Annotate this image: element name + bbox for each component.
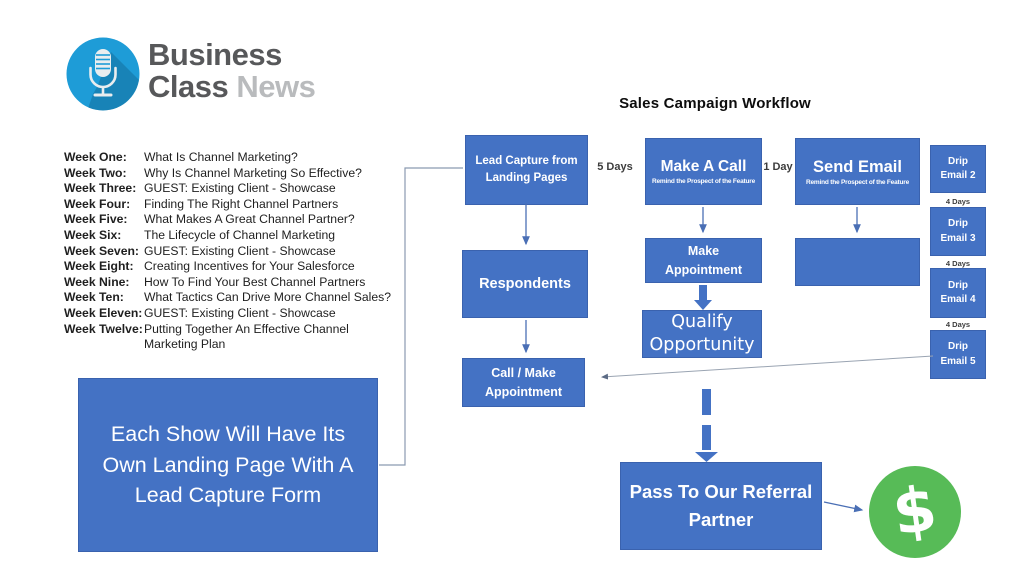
- arrow-drip5-to-call: [601, 355, 934, 380]
- node-subtitle: Remind the Prospect of the Feature: [806, 178, 909, 186]
- week-label: Week Ten:: [64, 290, 124, 305]
- microphone-icon: [66, 37, 140, 111]
- week-label: Week Eight:: [64, 259, 134, 274]
- label-four-days: 4 Days: [945, 320, 971, 329]
- week-label: Week One:: [64, 150, 127, 164]
- list-item: Week Ten: What Tactics Can Drive More Cha…: [64, 290, 409, 306]
- node-drip-email-3: Drip Email 3: [930, 207, 986, 256]
- node-drip-email-2: Drip Email 2: [930, 145, 986, 193]
- dash-segment: [702, 389, 711, 415]
- list-item: Week Five: What Makes A Great Channel Par…: [64, 212, 409, 228]
- arrow-pass-to-dollar: [823, 501, 864, 513]
- week-topic: Why Is Channel Marketing So Effective?: [144, 165, 362, 180]
- week-label: Week Eleven:: [64, 305, 143, 320]
- node-drip-email-4: Drip Email 4: [930, 268, 986, 318]
- node-label: Drip Email 3: [940, 218, 976, 244]
- week-topic: GUEST: Existing Client - Showcase: [144, 305, 336, 320]
- week-label: Week Six:: [64, 227, 122, 242]
- week-label: Week Four:: [64, 196, 131, 211]
- landing-page-callout-box: Each Show Will Have Its Own Landing Page…: [78, 378, 378, 552]
- dollar-icon: $: [869, 466, 961, 558]
- node-title: Send Email: [813, 157, 902, 176]
- node-drip-email-5: Drip Email 5: [930, 330, 986, 379]
- week-label: Week Three:: [64, 181, 137, 196]
- node-label: Drip Email 5: [940, 341, 976, 367]
- brand-name: Business Class News: [148, 37, 316, 104]
- node-send-email: Send Email Remind the Prospect of the Fe…: [795, 138, 920, 205]
- label-one-day: 1 Day: [763, 161, 793, 173]
- node-make-appointment: Make Appointment: [645, 238, 762, 283]
- arrowhead: [694, 300, 712, 310]
- label-four-days: 4 Days: [945, 259, 971, 268]
- list-item: Week Twelve:Putting Together An Effectiv…: [64, 322, 409, 353]
- list-item: Week Four: Finding The Right Channel Part…: [64, 197, 409, 213]
- arrowhead: [695, 452, 718, 462]
- brand-logo: Business Class News: [66, 37, 316, 111]
- week-topic: Finding The Right Channel Partners: [144, 196, 339, 211]
- week-topic: How To Find Your Best Channel Partners: [144, 274, 366, 289]
- list-item: Week Six: The Lifecycle of Channel Market…: [64, 228, 409, 244]
- node-label: Lead Capture from Landing Pages: [475, 154, 578, 184]
- weekly-schedule-list: Week One: What Is Channel Marketing? Week…: [64, 150, 409, 353]
- week-topic: GUEST: Existing Client - Showcase: [144, 243, 336, 258]
- week-label: Week Twelve:: [64, 321, 143, 336]
- list-item: Week Eight: Creating Incentives for Your …: [64, 259, 409, 275]
- callout-text: Each Show Will Have Its Own Landing Page…: [102, 422, 354, 508]
- node-respondents: Respondents: [462, 250, 588, 318]
- list-item: Week Seven: GUEST: Existing Client - Show…: [64, 244, 409, 260]
- week-topic: Creating Incentives for Your Salesforce: [144, 259, 355, 274]
- node-label: Drip Email 2: [940, 155, 976, 182]
- label-four-days: 4 Days: [945, 197, 971, 206]
- node-call-make-appointment-right: [795, 238, 920, 286]
- list-item: Week One: What Is Channel Marketing?: [64, 150, 409, 166]
- node-lead-capture: Lead Capture from Landing Pages: [465, 135, 588, 205]
- node-label: Respondents: [479, 276, 571, 292]
- week-label: Week Seven:: [64, 243, 139, 258]
- node-label: Call / Make Appointment: [484, 366, 563, 399]
- list-item: Week Two: Why Is Channel Marketing So Eff…: [64, 166, 409, 182]
- week-topic: GUEST: Existing Client - Showcase: [144, 181, 336, 196]
- week-topic: Putting Together An Effective Channel Ma…: [144, 321, 349, 352]
- brand-word-news: News: [236, 69, 316, 104]
- dash-segment: [702, 425, 711, 450]
- label-five-days: 5 Days: [597, 161, 633, 173]
- week-topic: What Tactics Can Drive More Channel Sale…: [144, 290, 392, 305]
- node-pass-referral-partner: Pass To Our Referral Partner: [620, 462, 822, 550]
- week-label: Week Five:: [64, 212, 128, 227]
- week-topic: The Lifecycle of Channel Marketing: [144, 227, 336, 242]
- node-qualify-opportunity: Qualify Opportunity: [642, 310, 762, 358]
- week-topic: What Is Channel Marketing?: [144, 150, 298, 164]
- list-item: Week Eleven:GUEST: Existing Client - Sho…: [64, 306, 409, 322]
- brand-word-class: Class: [148, 69, 229, 104]
- list-item: Week Three: GUEST: Existing Client - Show…: [64, 181, 409, 197]
- node-subtitle: Remind the Prospect of the Feature: [652, 178, 755, 185]
- node-label: Pass To Our Referral Partner: [629, 481, 813, 530]
- node-make-a-call: Make A Call Remind the Prospect of the F…: [645, 138, 762, 205]
- week-label: Week Nine:: [64, 274, 130, 289]
- list-item: Week Nine: How To Find Your Best Channel …: [64, 275, 409, 291]
- node-label: Qualify Opportunity: [649, 312, 755, 355]
- dollar-glyph: $: [888, 470, 942, 550]
- brand-word-business: Business: [148, 37, 282, 72]
- node-call-make-appointment-left: Call / Make Appointment: [462, 358, 585, 407]
- node-label: Make Appointment: [664, 244, 743, 277]
- week-label: Week Two:: [64, 165, 127, 180]
- node-label: Drip Email 4: [940, 279, 976, 306]
- node-title: Make A Call: [660, 158, 747, 175]
- workflow-title: Sales Campaign Workflow: [619, 95, 811, 112]
- week-topic: What Makes A Great Channel Partner?: [144, 212, 355, 227]
